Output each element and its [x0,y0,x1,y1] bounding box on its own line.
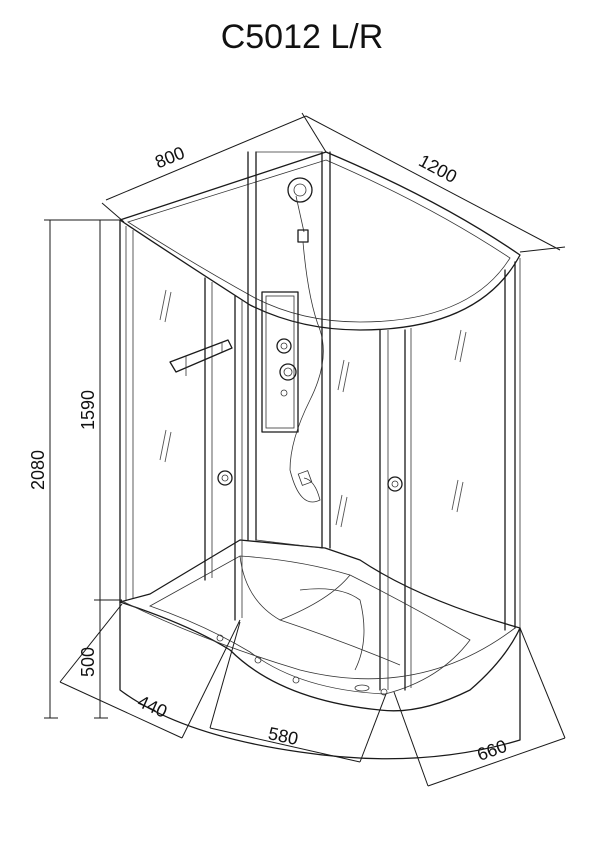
accessories [169,339,403,492]
door-handle-left-icon [217,470,233,486]
model-title: C5012 L/R [221,18,384,56]
shelf-icon [169,339,233,373]
diverter-knob-icon [279,363,297,381]
control-panel [261,291,299,433]
dim-440: 440 [135,691,171,721]
dim-500: 500 [78,647,98,677]
dim-580: 580 [266,723,300,749]
shower-tray [119,539,521,760]
drain-icon [354,684,370,692]
dim-1590: 1590 [78,390,98,430]
dim-1200: 1200 [415,150,460,186]
door-handle-right-icon [387,476,403,492]
dimension-lines [44,112,566,787]
shower-head [287,177,324,503]
shower-head-icon [287,177,313,203]
glass-reflections [159,289,467,528]
shower-hose [289,241,324,503]
dim-660: 660 [474,736,509,765]
cabin-frame [119,151,521,691]
mixer-knob-icon [276,338,292,354]
dim-2080: 2080 [28,450,48,490]
